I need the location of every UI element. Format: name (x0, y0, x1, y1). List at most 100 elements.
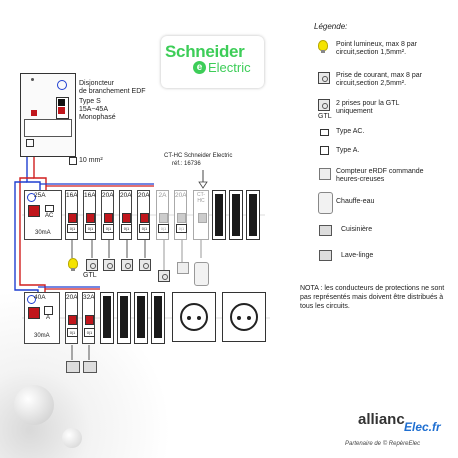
lever (68, 213, 77, 223)
socket-icon (139, 259, 151, 271)
earth-square-icon (69, 157, 77, 165)
legend-gtl-socket-icon (318, 99, 330, 111)
rcd1-type: AC (45, 213, 54, 219)
edf-switch-black (58, 99, 65, 106)
legend-text-6: Compteur eRDF commande heures-creuses (336, 168, 424, 183)
blank-module (151, 292, 165, 344)
breaker-row1-3: 20A 0|1 (101, 190, 114, 240)
lever (198, 213, 207, 223)
water-heater-icon (194, 262, 209, 286)
breaker-row1-7: 20A 0|1 (174, 190, 187, 240)
amp-label: 20A (66, 294, 78, 301)
legend-cooker-icon (319, 225, 332, 236)
edf-label-3: Type S (79, 98, 101, 105)
edf-label-1: Disjoncteur (79, 80, 115, 87)
breaker-row1-4: 20A 0|1 (119, 190, 132, 240)
decorative-sphere-small (62, 428, 82, 448)
on-off-icon: 0|1 (85, 224, 96, 233)
lever (140, 213, 149, 223)
legend-socket-icon (318, 72, 330, 84)
on-off-icon: 0|1 (158, 224, 169, 233)
amp-label: 16A (66, 192, 78, 199)
din-socket (222, 292, 266, 342)
lever (104, 213, 113, 223)
cthc-label-1: CT-HC Schneider Electric (164, 153, 233, 159)
edf-switch-red (58, 107, 65, 114)
legend-gtl-sub: GTL (318, 113, 332, 120)
legend-type-ac-icon (320, 129, 329, 136)
edf-label-2: de branchement EDF (79, 88, 146, 95)
breaker-row2-1: 20A 0|1 (65, 292, 78, 344)
on-off-icon: 0|1 (84, 328, 95, 337)
schneider-logo: Schneider e Electric (161, 36, 264, 88)
amp-label: 16A (84, 192, 96, 199)
socket-icon (103, 259, 115, 271)
on-off-icon: 0|1 (67, 328, 78, 337)
legend-text-2: Prise de courant, max 8 par circuit,sect… (336, 72, 422, 87)
edf-mark-icon (26, 139, 34, 147)
din-socket (172, 292, 216, 342)
blank-module (134, 292, 148, 344)
legend-meter-icon (319, 168, 331, 180)
test-dial-icon (27, 295, 36, 304)
legend-washer-icon (319, 250, 332, 261)
type-ac-icon (45, 205, 54, 212)
meter-icon (177, 262, 189, 274)
legend-text-7: Chauffe-eau (336, 198, 375, 205)
decorative-sphere (14, 385, 54, 425)
lever (86, 213, 95, 223)
bulb-icon (68, 258, 78, 271)
on-off-icon: 0|1 (176, 224, 187, 233)
legend-type-a-icon (320, 146, 329, 155)
test-dial-icon (27, 193, 36, 202)
amp-label: 20A (102, 192, 114, 199)
rcd-row2: 40A A 30mA (24, 292, 60, 344)
socket-icon (230, 303, 258, 331)
amp-label: 20A (175, 192, 187, 199)
on-off-icon: 0|1 (139, 224, 150, 233)
legend-title: Légende: (314, 22, 348, 31)
amp-label: 20A (120, 192, 132, 199)
legend-text-1: Point lumineux, max 8 par circuit,sectio… (336, 41, 417, 56)
rcd1-amp: 25A (34, 192, 46, 199)
blank-module (100, 292, 114, 344)
allianc-wordmark: allianc (358, 411, 405, 428)
lever (122, 213, 131, 223)
legend-water-heater-icon (318, 192, 333, 214)
edf-label-5: Monophasé (79, 114, 116, 121)
schneider-e-icon: e (193, 61, 206, 74)
breaker-row1-6: 2A 0|1 (156, 190, 169, 240)
legend-bulb-icon (318, 40, 328, 53)
edf-test-button (31, 110, 37, 116)
lever (68, 315, 77, 325)
socket-icon (86, 259, 98, 271)
blank-module (246, 190, 260, 240)
legend-text-3: 2 prises pour la GTL uniquement (336, 100, 400, 115)
type-a-icon (44, 306, 53, 315)
legend-text-5: Type A. (336, 147, 360, 154)
rcd-row1: 25A AC 30mA (24, 190, 62, 240)
edf-window (24, 119, 72, 137)
amp-label: 2A (158, 192, 167, 199)
cthc-contactor: CT-HC (193, 190, 209, 240)
on-off-icon: 0|1 (103, 224, 114, 233)
nota-text: NOTA : les conducteurs de protections ne… (300, 285, 445, 310)
legend-text-9: Lave-linge (341, 252, 374, 259)
blank-module (212, 190, 226, 240)
rcd2-sens: 30mA (34, 333, 50, 339)
rcd2-lever (28, 307, 40, 319)
legend-text-4: Type AC. (336, 128, 365, 135)
elec-wordmark: Elec.fr (404, 420, 441, 434)
cooker-icon (66, 361, 80, 373)
on-off-icon: 0|1 (121, 224, 132, 233)
breaker-row1-2: 16A 0|1 (83, 190, 96, 240)
edf-label-4: 15A~45A (79, 106, 108, 113)
electric-wordmark: Electric (208, 60, 251, 75)
schneider-wordmark: Schneider (165, 42, 245, 61)
dial-icon (57, 80, 67, 90)
washer-icon (83, 361, 97, 373)
amp-label: 32A (83, 294, 95, 301)
rcd1-sens: 30mA (35, 230, 51, 236)
rcd1-lever (28, 205, 40, 217)
